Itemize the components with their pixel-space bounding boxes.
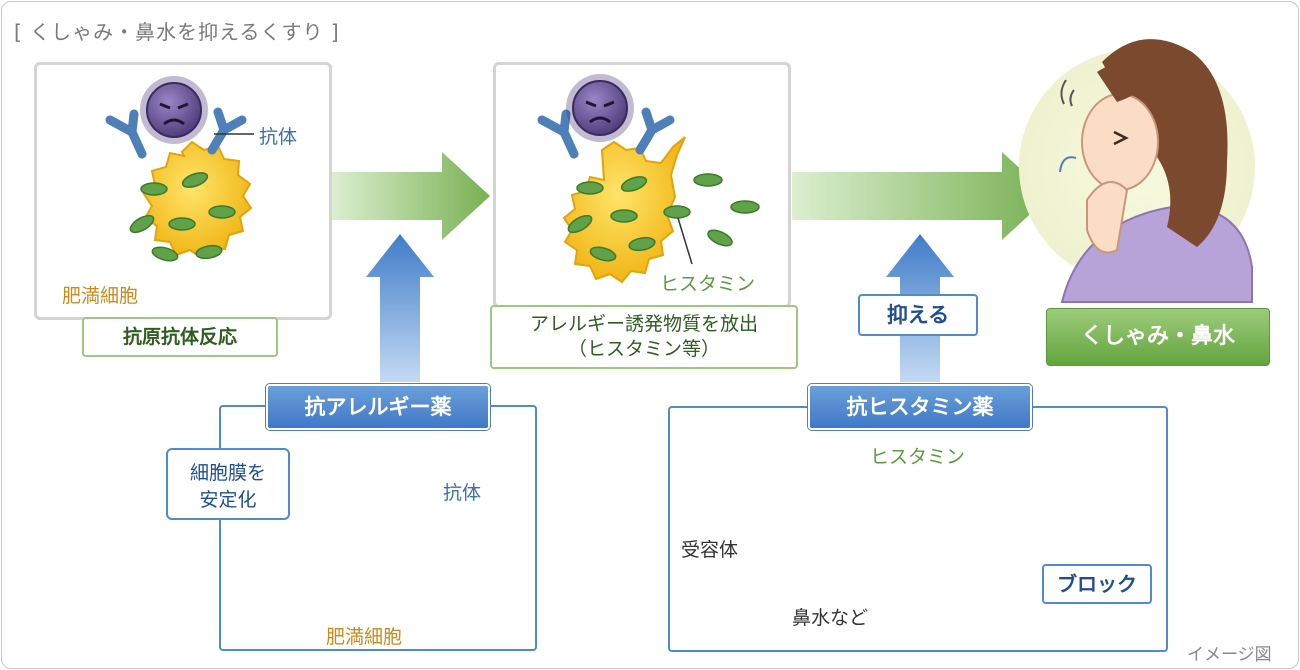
receptor-label: 受容体: [681, 539, 739, 561]
virus-1: [140, 76, 208, 144]
arrow-up-antiallergy: [366, 234, 434, 382]
mast-cell-label-1: 肥満細胞: [62, 285, 139, 307]
stage-release: アレルギー誘発物質を放出 （ヒスタミン等）: [490, 305, 798, 369]
block-label-box: ブロック: [1042, 564, 1152, 604]
mast-cell-2: [562, 136, 760, 284]
mast-cell-label-3: 肥満細胞: [326, 626, 403, 648]
suppress-label: 抑える: [886, 303, 950, 327]
membrane-line-2: 安定化: [199, 489, 257, 511]
histamine-label-receptor: ヒスタミン: [870, 446, 966, 468]
histamine-label-release: ヒスタミン: [660, 273, 756, 295]
mast-cell-1: [129, 140, 253, 262]
stage-antigen-antibody: 抗原抗体反応: [82, 317, 278, 357]
membrane-line-1: 細胞膜を: [189, 462, 266, 484]
runny-nose-label: 鼻水など: [792, 607, 869, 629]
membrane-callout: 細胞膜を 安定化: [166, 448, 290, 520]
virus-2: [566, 74, 634, 142]
antibody-label-3: 抗体: [443, 482, 482, 504]
drug-antihistamine: 抗ヒスタミン薬: [808, 384, 1032, 430]
antibody-label-1: 抗体: [259, 126, 298, 148]
diagram-title: [ くしゃみ・鼻水を抑えるくすり ]: [14, 20, 340, 44]
arrow-right-1: [332, 152, 490, 240]
suppress-label-box: 抑える: [858, 294, 978, 336]
antibody-2: [537, 107, 675, 159]
person-sneezing: [1019, 39, 1255, 303]
release-line-1: アレルギー誘発物質を放出: [529, 313, 758, 335]
block-label: ブロック: [1057, 572, 1137, 596]
arrow-right-2: [792, 152, 1050, 240]
drug-antiallergy: 抗アレルギー薬: [266, 384, 490, 430]
antibody-1: [105, 107, 247, 159]
panel-antihistamine: [668, 406, 1168, 652]
stage-symptom: くしゃみ・鼻水: [1046, 308, 1270, 366]
panel-antiallergy: [219, 405, 537, 651]
release-line-2: （ヒスタミン等）: [567, 338, 720, 360]
footer-note: イメージ図: [1187, 645, 1272, 665]
